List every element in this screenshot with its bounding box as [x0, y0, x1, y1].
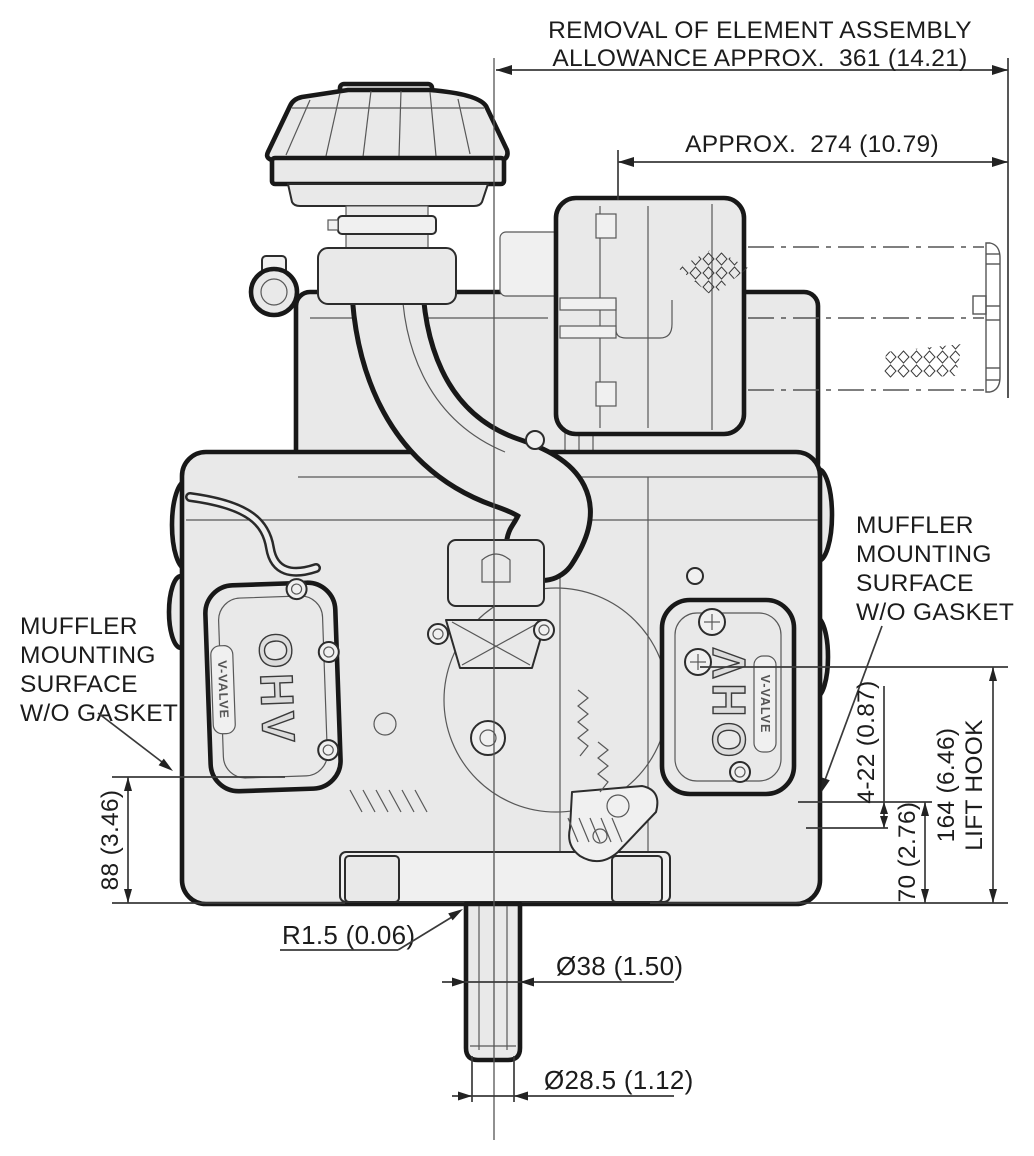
removal-allowance-line2: ALLOWANCE APPROX. 361 (14.21)	[552, 45, 967, 72]
dim-70: 70 (2.76)	[894, 802, 929, 903]
muffler-left-line1: MUFFLER	[20, 613, 138, 640]
intake-elbow	[317, 247, 457, 305]
dim-4-22-label: 4-22 (0.87)	[853, 680, 880, 803]
crankcase-body	[179, 449, 823, 907]
dim-dia-28-5: Ø28.5 (1.12)	[452, 1056, 694, 1102]
muffler-left-line2: MOUNTING	[20, 642, 156, 669]
muffler-right-line3: SURFACE	[856, 570, 974, 597]
hatch-pattern-2	[884, 344, 962, 378]
ohv-label-left: OHV	[249, 632, 305, 748]
muffler-right-line4: W/O GASKET	[856, 599, 1014, 626]
governor-linkage	[373, 430, 704, 863]
dim-164-label: 164 (6.46)	[933, 728, 960, 843]
dim-dia-38: Ø38 (1.50)	[442, 951, 683, 987]
muffler-label-right: MUFFLER MOUNTING SURFACE W/O GASKET	[821, 512, 1014, 793]
valve-cover-left: V-VALVE OHV	[203, 578, 343, 794]
v-valve-badge-left	[210, 645, 236, 735]
element-end-cap	[985, 242, 1001, 393]
dimension-layer: REMOVAL OF ELEMENT ASSEMBLY ALLOWANCE AP…	[20, 17, 1014, 1140]
muffler-right-line2: MOUNTING	[856, 541, 992, 568]
cooling-fins	[349, 789, 623, 843]
dim-88: 88 (3.46)	[97, 777, 132, 903]
dia-28-5-label: Ø28.5 (1.12)	[544, 1065, 694, 1095]
carburetor	[445, 539, 547, 669]
muffler-label-left: MUFFLER MOUNTING SURFACE W/O GASKET	[20, 613, 178, 771]
dim-4-22: 4-22 (0.87)	[853, 680, 888, 828]
cover-screws-right	[684, 608, 751, 783]
dim-164-lift-hook: 164 (6.46) LIFT HOOK	[933, 667, 997, 903]
air-cleaner-ribs	[285, 90, 484, 158]
removed-element-phantom	[748, 242, 1001, 393]
cover-bolts-left	[285, 578, 340, 762]
r1-5-label: R1.5 (0.06)	[282, 920, 415, 950]
v-valve-label-left: V-VALVE	[215, 660, 231, 719]
hatch-pattern-1	[678, 248, 748, 296]
v-valve-label-right: V-VALVE	[758, 675, 772, 734]
valve-cover-right: V-VALVE OHV	[659, 597, 797, 797]
approx-274-label: APPROX. 274 (10.79)	[685, 131, 939, 158]
dim-70-label: 70 (2.76)	[894, 802, 921, 903]
breather-cap	[248, 255, 300, 318]
engine-illustration: V-VALVE OHV V-VALVE OHV	[166, 81, 1001, 1063]
muffler-left-line3: SURFACE	[20, 671, 138, 698]
dia-38-label: Ø38 (1.50)	[556, 951, 683, 981]
dim-88-label: 88 (3.46)	[97, 790, 124, 891]
element-canister	[553, 195, 962, 437]
dim-approx-274: APPROX. 274 (10.79)	[617, 131, 1008, 200]
removal-allowance-line1: REMOVAL OF ELEMENT ASSEMBLY	[548, 17, 972, 44]
dim-r1-5: R1.5 (0.06)	[280, 909, 463, 951]
dim-removal-allowance: REMOVAL OF ELEMENT ASSEMBLY ALLOWANCE AP…	[496, 17, 1009, 398]
lift-hook-label: LIFT HOOK	[961, 719, 988, 851]
v-valve-badge-right	[753, 655, 777, 753]
fuel-hose	[185, 492, 321, 577]
muffler-right-line1: MUFFLER	[856, 512, 974, 539]
air-cleaner	[264, 81, 510, 305]
